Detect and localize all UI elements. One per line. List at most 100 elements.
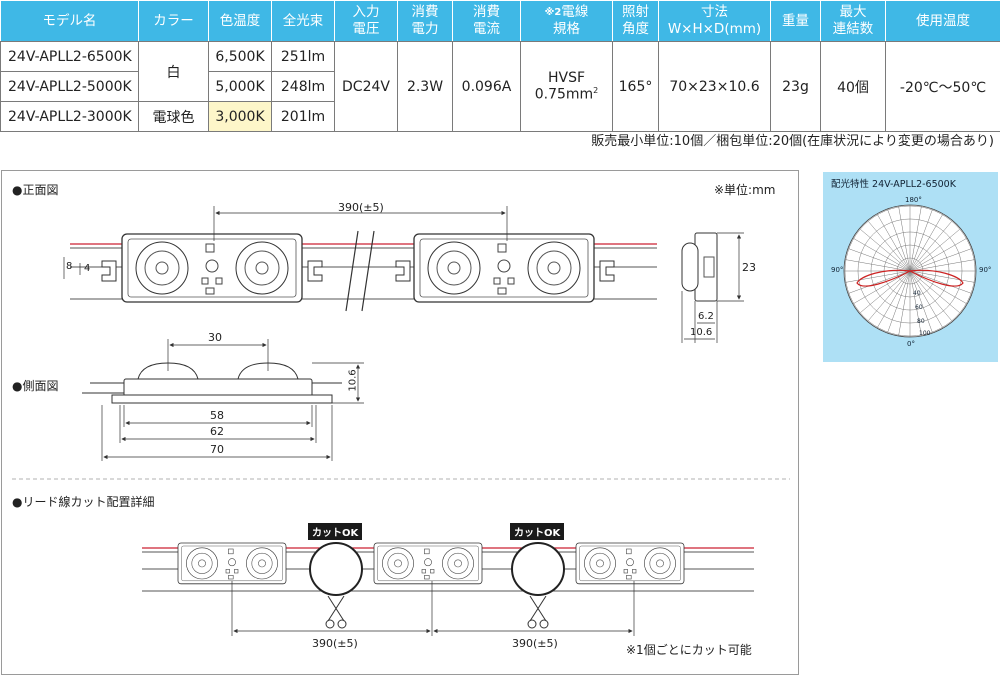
cut-ok-badge: カットOK xyxy=(308,523,363,540)
polar-ring-60: 60 xyxy=(915,304,923,311)
header-op-temp: 使用温度 xyxy=(885,0,1000,42)
cell-model: 24V-APLL2-5000K xyxy=(0,71,139,102)
table-row: 24V-APLL2-3000K 電球色 3,000K 201lm xyxy=(0,101,1000,132)
cell-op-temp: -20℃〜50℃ xyxy=(885,41,1000,132)
cell-weight: 23g xyxy=(770,41,821,132)
polar-grid-spoke xyxy=(898,205,911,272)
dim-pitch-front: 390(±5) xyxy=(338,201,384,214)
spec-header-row: モデル名 カラー 色温度 全光束 入力電圧 消費電力 消費電流 ※2電線規格 照… xyxy=(0,0,1000,42)
header-angle: 照射角度 xyxy=(612,0,659,42)
cell-dimensions: 70×23×10.6 xyxy=(658,41,771,132)
polar-label-left: 90° xyxy=(831,266,844,274)
header-flux: 全光束 xyxy=(271,0,335,42)
polar-title: 配光特性 24V-APLL2-6500K xyxy=(831,179,956,190)
polar-label-top: 180° xyxy=(905,196,922,204)
dim-58: 58 xyxy=(210,409,224,422)
front-view-label: ●正面図 xyxy=(12,183,59,197)
polar-grid-spoke xyxy=(909,208,933,272)
header-temp: 色温度 xyxy=(208,0,272,42)
polar-grid-spoke xyxy=(847,248,911,272)
polar-grid-spoke xyxy=(909,259,976,272)
polar-ring-40: 40 xyxy=(913,290,921,297)
dim-cut-pitch: 390(±5) xyxy=(512,637,558,650)
polar-grid-spoke xyxy=(909,213,944,272)
technical-drawing xyxy=(12,206,790,636)
polar-grid-spoke xyxy=(909,228,961,272)
polar-grid-spoke xyxy=(909,270,922,337)
polar-grid-spoke xyxy=(847,270,911,294)
polar-grid-spoke xyxy=(909,205,922,272)
polar-grid-spoke xyxy=(887,270,911,334)
polar-grid-spoke xyxy=(909,248,973,272)
polar-grid-spoke xyxy=(859,270,911,314)
polar-grid-spoke xyxy=(844,259,911,272)
cell-temp-highlighted: 3,000K xyxy=(208,101,272,132)
polar-distribution-panel: 配光特性 24V-APLL2-6500K 180° 90° 90° 0° 40 … xyxy=(823,172,998,362)
cell-angle: 165° xyxy=(612,41,659,132)
dim-8: 8 xyxy=(66,261,73,272)
drawing-panel: ●正面図 ※単位:mm 390(±5) 8 4 23 6.2 10.6 30 ●… xyxy=(1,170,799,675)
polar-grid-spoke xyxy=(909,270,968,305)
dim-10-6-side: 10.6 xyxy=(347,369,359,392)
cell-power: 2.3W xyxy=(397,41,453,132)
polar-label-right: 90° xyxy=(979,266,992,274)
polar-grid-spoke xyxy=(909,270,973,294)
cell-flux: 248lm xyxy=(271,71,335,102)
table-row: 24V-APLL2-6500K 白 6,500K 251lm DC24V 2.3… xyxy=(0,41,1000,132)
unit-note: ※単位:mm xyxy=(714,183,776,197)
polar-grid-spoke xyxy=(876,213,911,272)
header-model: モデル名 xyxy=(0,0,139,42)
cell-flux: 251lm xyxy=(271,41,335,72)
cell-flux: 201lm xyxy=(271,101,335,132)
cell-model: 24V-APLL2-3000K xyxy=(0,101,139,132)
dim-cut-pitch: 390(±5) xyxy=(312,637,358,650)
polar-grid-spoke xyxy=(909,237,968,272)
side-view-label: ●側面図 xyxy=(12,379,59,393)
dim-10-6-front: 10.6 xyxy=(690,327,713,338)
polar-ring-80: 80 xyxy=(917,318,925,325)
cell-model: 24V-APLL2-6500K xyxy=(0,41,139,72)
polar-grid-spoke xyxy=(876,270,911,329)
polar-grid-spoke xyxy=(909,270,961,314)
dim-4: 4 xyxy=(84,263,91,274)
header-voltage: 入力電圧 xyxy=(334,0,398,42)
dim-62: 62 xyxy=(210,425,224,438)
dim-6-2: 6.2 xyxy=(698,311,714,322)
polar-grid-spoke xyxy=(852,237,911,272)
polar-grid-spoke xyxy=(859,228,911,272)
polar-grid-spoke xyxy=(909,270,933,334)
dim-23: 23 xyxy=(742,261,756,274)
cell-temp: 6,500K xyxy=(208,41,272,72)
header-power: 消費電力 xyxy=(397,0,453,42)
lead-cut-label: ●リード線カット配置詳細 xyxy=(12,495,155,509)
polar-grid-spoke xyxy=(887,208,911,272)
sales-unit-note: 販売最小単位:10個／梱包単位:20個(在庫状況により変更の場合あり) xyxy=(591,134,994,149)
header-color: カラー xyxy=(138,0,209,42)
dim-70: 70 xyxy=(210,443,224,456)
polar-label-bottom: 0° xyxy=(907,340,915,348)
polar-grid-spoke xyxy=(867,270,911,322)
polar-grid-spoke xyxy=(909,270,953,322)
cell-max-links: 40個 xyxy=(820,41,886,132)
polar-ring-100: 100 xyxy=(919,330,931,337)
polar-grid-spoke xyxy=(898,270,911,337)
polar-grid-spoke xyxy=(909,270,944,329)
spec-table: モデル名 カラー 色温度 全光束 入力電圧 消費電力 消費電流 ※2電線規格 照… xyxy=(0,0,1000,132)
header-max-links: 最大連結数 xyxy=(820,0,886,42)
polar-grid-spoke xyxy=(909,220,953,272)
polar-grid-spoke xyxy=(852,270,911,305)
cell-color-white: 白 xyxy=(138,41,209,102)
header-wire: ※2電線規格 xyxy=(520,0,613,42)
cell-current: 0.096A xyxy=(452,41,521,132)
polar-chart xyxy=(843,204,977,338)
header-weight: 重量 xyxy=(770,0,821,42)
cell-voltage: DC24V xyxy=(334,41,398,132)
dim-30: 30 xyxy=(208,331,222,344)
polar-grid-spoke xyxy=(909,270,976,283)
polar-grid-spoke xyxy=(867,220,911,272)
cell-color-bulb: 電球色 xyxy=(138,101,209,132)
header-current: 消費電流 xyxy=(452,0,521,42)
cell-temp: 5,000K xyxy=(208,71,272,102)
